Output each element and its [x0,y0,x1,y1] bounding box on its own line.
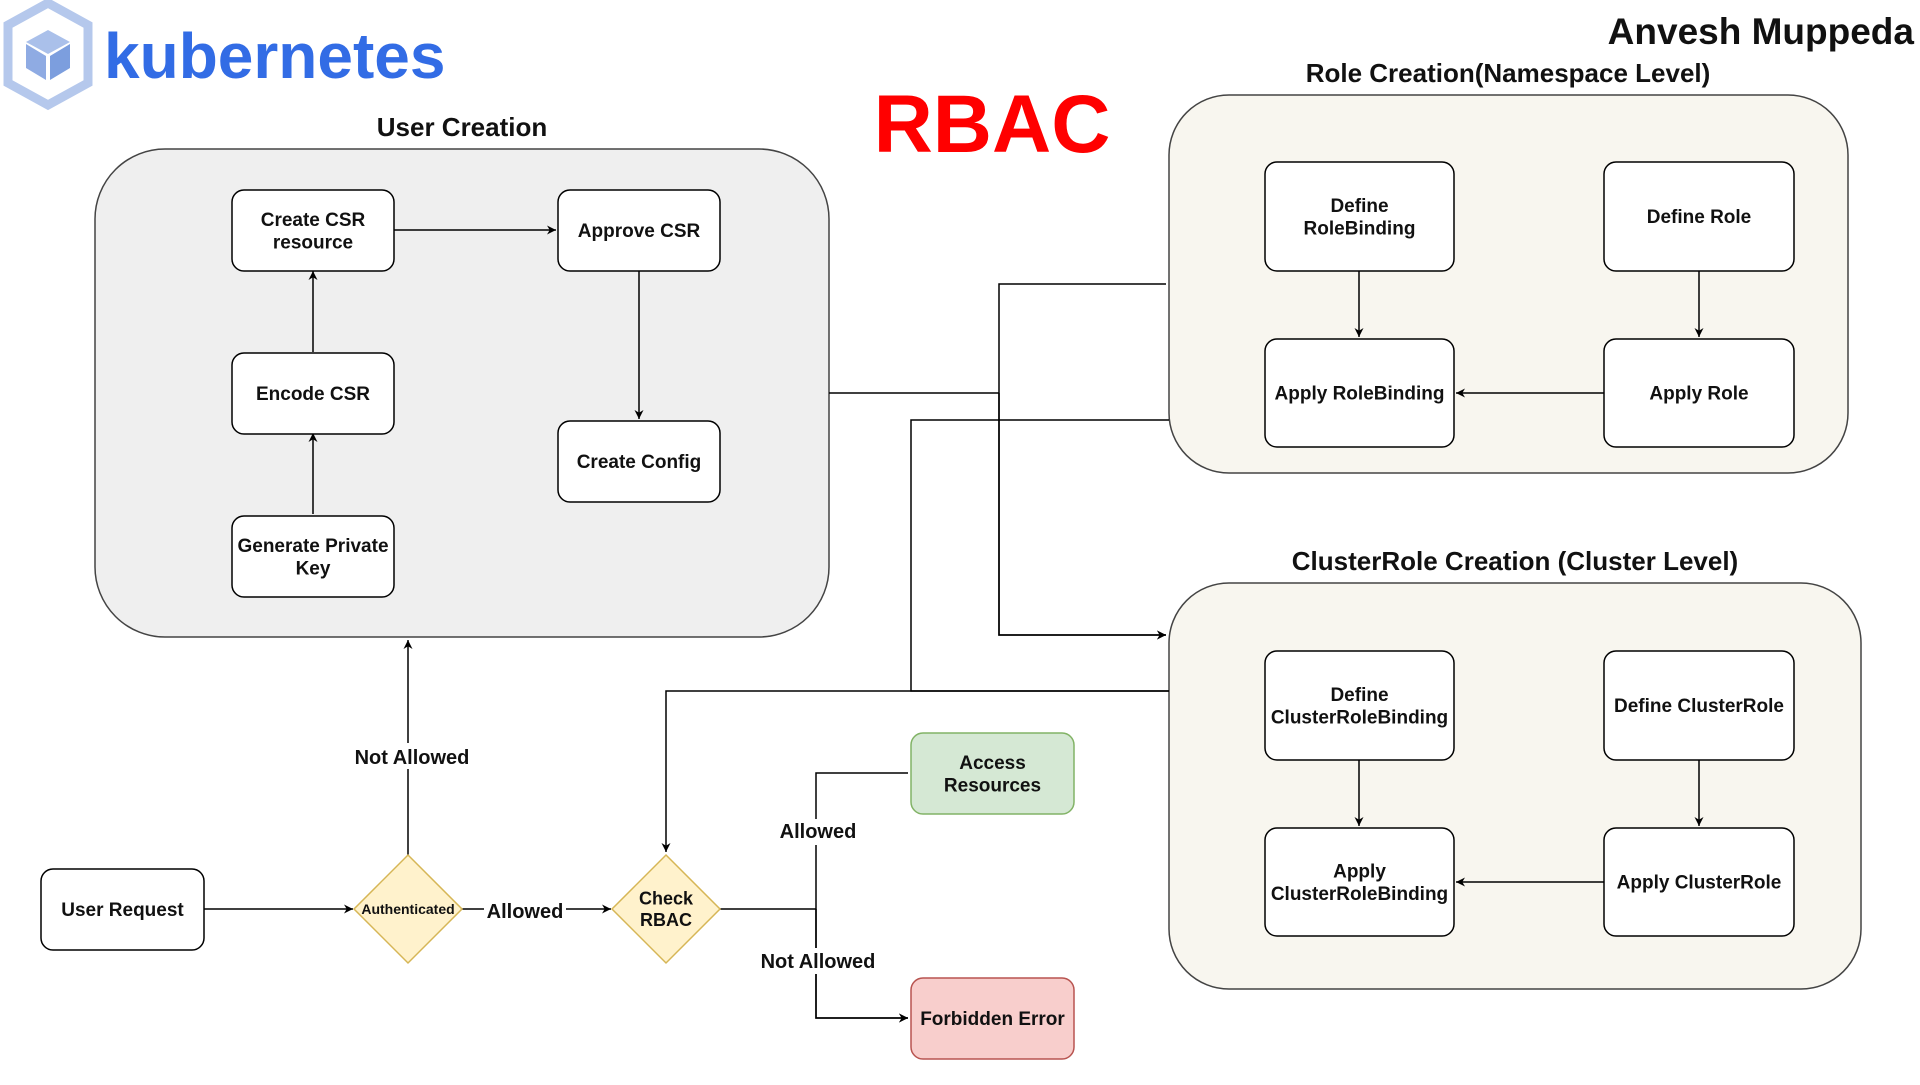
node-apply-clusterrolebinding-label-1: Apply [1333,861,1386,882]
kubernetes-cube-left [26,44,46,80]
node-create-csr-label-2: resource [273,233,353,254]
edge-label-not-allowed-rbac: Not Allowed [761,951,876,973]
kubernetes-logo-text: kubernetes [104,20,445,92]
node-forbidden-error-label-1: Forbidden Error [920,1009,1065,1030]
edge-user-creation-to-clusterrole-group [998,393,1166,640]
node-apply-role: Apply Role [1603,338,1795,448]
kubernetes-logo: kubernetes [3,0,445,111]
node-define-clusterrolebinding-label-1: Define [1330,685,1388,706]
node-define-clusterrole-box [1603,650,1795,761]
node-apply-clusterrole-label-1: Apply ClusterRole [1617,873,1782,894]
node-apply-rolebinding: Apply RoleBinding [1264,338,1455,448]
node-approve-csr-box [557,189,721,272]
decision-authenticated: Authenticated [352,853,464,965]
node-approve-csr-label-1: Approve CSR [578,221,701,242]
clusterrole-creation-title: ClusterRole Creation (Cluster Level) [1292,546,1738,576]
node-apply-clusterrolebinding-box [1264,827,1455,937]
node-create-config-label-1: Create Config [577,452,702,473]
node-define-rolebinding-box [1264,161,1455,272]
role-creation-title: Role Creation(Namespace Level) [1306,58,1711,88]
user-creation-group: User Creation [94,112,830,638]
edge-check-rbac-to-outcomes [720,772,908,1018]
decision-authenticated-diamond [352,853,464,965]
node-user-request-label-1: User Request [61,900,184,921]
node-define-clusterrole: Define ClusterRole [1603,650,1795,761]
node-define-clusterrolebinding-label-2: ClusterRoleBinding [1271,708,1448,729]
node-user-request: User Request [40,868,205,951]
node-define-clusterrole-label-1: Define ClusterRole [1614,696,1784,717]
node-encode-csr-box [231,352,395,435]
node-apply-clusterrolebinding-label-2: ClusterRoleBinding [1271,884,1448,905]
node-apply-clusterrole-box [1603,827,1795,937]
node-apply-rolebinding-label-1: Apply RoleBinding [1275,384,1445,405]
edge-label-allowed-rbac: Allowed [780,821,857,843]
label-bg-allowed-rbac [776,819,858,845]
label-bg-not-allowed-auth [352,743,464,769]
node-access-resources-label-2: Resources [944,776,1041,797]
edge-labels: Not Allowed Allowed Allowed Not Allowed [352,743,875,974]
edge-check-rbac-to-forbidden [815,909,908,1023]
node-create-config: Create Config [557,420,721,503]
node-generate-private-key-label-2: Key [296,559,331,580]
edge-label-allowed-auth: Allowed [487,901,564,923]
node-define-role-label-1: Define Role [1647,207,1752,228]
node-encode-csr-label-1: Encode CSR [256,384,370,405]
node-apply-clusterrole: Apply ClusterRole [1603,827,1795,937]
author-name: Anvesh Muppeda [1608,11,1915,52]
node-define-role: Define Role [1603,161,1795,272]
edge-role-group-to-check-rbac [910,419,1169,692]
decision-check-rbac-diamond [610,853,722,965]
node-create-csr-label-1: Create CSR [261,210,366,231]
label-bg-not-allowed-rbac [760,948,874,974]
node-generate-private-key-label-1: Generate Private [237,536,388,557]
node-user-request-box [40,868,205,951]
edge-user-creation-to-role-groups [829,283,1166,635]
node-apply-rolebinding-box [1264,338,1455,448]
node-create-config-box [557,420,721,503]
connectors [204,225,1704,1023]
kubernetes-cube-top [26,30,70,54]
node-forbidden-error-box [910,977,1075,1060]
decision-check-rbac-label-1: Check [639,889,694,909]
label-bg-allowed-auth [484,897,566,923]
decision-authenticated-label-1: Authenticated [361,901,454,917]
node-forbidden-error: Forbidden Error [910,977,1075,1060]
edge-clusterrole-group-to-check-rbac [661,690,1169,852]
edge-label-not-allowed-auth: Not Allowed [355,747,470,769]
node-define-role-box [1603,161,1795,272]
kubernetes-cube-right [50,44,70,80]
node-define-rolebinding-label-1: Define [1330,196,1388,217]
node-access-resources-box [910,732,1075,815]
decision-check-rbac-label-2: RBAC [640,910,692,930]
node-apply-role-box [1603,338,1795,448]
node-apply-role-label-1: Apply Role [1649,384,1748,405]
node-create-csr-box [231,189,395,272]
node-define-rolebinding-label-2: RoleBinding [1304,219,1416,240]
node-generate-private-key-box [231,515,395,598]
diagram-title: RBAC [874,79,1111,170]
kubernetes-hexagon-icon [3,0,93,111]
node-encode-csr: Encode CSR [231,352,395,435]
node-access-resources-label-1: Access [959,753,1026,774]
user-creation-title: User Creation [377,112,548,142]
node-approve-csr: Approve CSR [557,189,721,272]
node-define-clusterrolebinding-box [1264,650,1455,761]
